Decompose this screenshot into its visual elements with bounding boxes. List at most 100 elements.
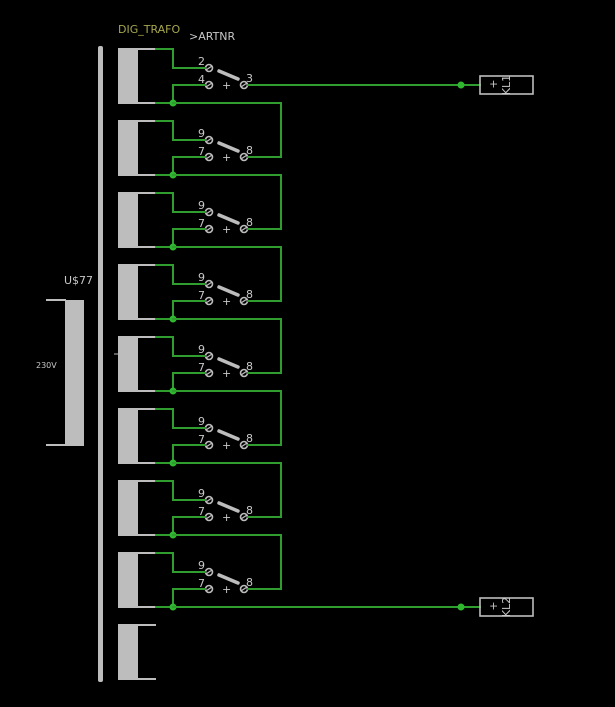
part-value-label: >ARTNR xyxy=(189,30,236,43)
switch-contact-out-mark xyxy=(240,586,248,592)
pin-number-common: 7 xyxy=(198,217,205,230)
secondary-winding xyxy=(118,48,138,104)
relay-outputs: KL1+KL2+ xyxy=(479,75,534,617)
pin-number-out: 8 xyxy=(246,504,253,517)
relay-kl1[interactable]: KL1+ xyxy=(479,75,534,95)
switch-contact-top[interactable] xyxy=(204,567,214,577)
secondary-winding xyxy=(118,552,138,608)
switch-arm xyxy=(217,285,240,297)
pin-number-top: 9 xyxy=(198,127,205,140)
primary-coil-body xyxy=(65,300,84,446)
pin-number-out: 8 xyxy=(246,576,253,589)
switch-contact-top[interactable] xyxy=(204,135,214,145)
pin-number-out: 8 xyxy=(246,144,253,157)
switch-arm xyxy=(217,573,240,585)
pin-number-common: 7 xyxy=(198,289,205,302)
switch-contact-common[interactable] xyxy=(204,224,214,234)
pin-number-out: 8 xyxy=(246,288,253,301)
switch-contact-out-mark xyxy=(240,154,248,160)
pin-number-top: 9 xyxy=(198,343,205,356)
switch-contact-out-mark xyxy=(240,82,248,88)
switch-contact-common-mark xyxy=(205,226,213,232)
pin-number-top: 9 xyxy=(198,487,205,500)
switch-contact-common[interactable] xyxy=(204,152,214,162)
switch-arm xyxy=(217,69,240,81)
stage-2[interactable]: 9 7 8 + xyxy=(118,120,253,176)
switch-arm xyxy=(217,429,240,441)
stage-9[interactable] xyxy=(118,624,156,680)
pin-number-out: 8 xyxy=(246,432,253,445)
switch-contact-out-mark xyxy=(240,514,248,520)
secondary-winding xyxy=(118,264,138,320)
switch-contact-top-mark xyxy=(205,497,213,503)
switch-contact-common[interactable] xyxy=(204,80,214,90)
pin-number-top: 2 xyxy=(198,55,205,68)
switch-contact-top[interactable] xyxy=(204,423,214,433)
switch-arm xyxy=(217,357,240,369)
switch-contact-common-mark xyxy=(205,154,213,160)
relay-sign-label: + xyxy=(487,79,500,88)
switch-contact-top[interactable] xyxy=(204,495,214,505)
switch-contact-out-mark xyxy=(240,370,248,376)
switch-contact-common[interactable] xyxy=(204,296,214,306)
pin-plus-sign: + xyxy=(222,367,231,380)
switch-contact-top[interactable] xyxy=(204,207,214,217)
pin-number-common: 7 xyxy=(198,361,205,374)
secondary-winding xyxy=(118,408,138,464)
switch-contact-top[interactable] xyxy=(204,63,214,73)
switch-arm xyxy=(217,141,240,153)
switch-contact-common-mark xyxy=(205,370,213,376)
pin-plus-sign: + xyxy=(222,583,231,596)
switch-arm xyxy=(217,501,240,513)
pin-number-common: 7 xyxy=(198,505,205,518)
secondary-winding xyxy=(118,480,138,536)
pin-number-common: 7 xyxy=(198,145,205,158)
switch-contact-common[interactable] xyxy=(204,440,214,450)
switch-contact-common[interactable] xyxy=(204,368,214,378)
transformer-primary[interactable]: 230V U$77 xyxy=(36,274,93,446)
pin-number-common: 7 xyxy=(198,577,205,590)
transformer-voltage-label: 230V xyxy=(36,361,57,370)
switch-contact-top-mark xyxy=(205,353,213,359)
pin-number-common: 7 xyxy=(198,433,205,446)
relay-kl2[interactable]: KL2+ xyxy=(479,597,534,617)
switch-contact-top-mark xyxy=(205,137,213,143)
relay-body xyxy=(479,75,534,95)
pin-number-top: 9 xyxy=(198,199,205,212)
switch-contact-top[interactable] xyxy=(204,279,214,289)
pin-plus-sign: + xyxy=(222,151,231,164)
relay-name-label: KL2 xyxy=(500,597,513,617)
secondary-winding xyxy=(118,192,138,248)
stage-8[interactable]: 9 7 8 + xyxy=(118,552,253,608)
switch-contact-top[interactable] xyxy=(204,351,214,361)
secondary-winding xyxy=(118,624,138,680)
switch-contact-top-mark xyxy=(205,281,213,287)
pin-number-out: 8 xyxy=(246,216,253,229)
junction-kl1 xyxy=(457,81,465,89)
pin-plus-sign: + xyxy=(222,295,231,308)
switch-arm xyxy=(217,213,240,225)
pin-number-out: 3 xyxy=(246,72,253,85)
switch-contact-out-mark xyxy=(240,298,248,304)
switch-contact-common[interactable] xyxy=(204,584,214,594)
switch-contact-common[interactable] xyxy=(204,512,214,522)
relay-name-label: KL1 xyxy=(500,75,513,95)
pin-number-top: 9 xyxy=(198,559,205,572)
relay-body xyxy=(479,597,534,617)
secondary-winding xyxy=(118,120,138,176)
transformer-name-label: U$77 xyxy=(64,274,93,287)
pin-plus-sign: + xyxy=(222,79,231,92)
junction-kl2 xyxy=(457,603,465,611)
wire-network xyxy=(155,48,481,611)
switch-contact-out-mark xyxy=(240,226,248,232)
switch-contact-common-mark xyxy=(205,514,213,520)
switch-contact-out-mark xyxy=(240,442,248,448)
